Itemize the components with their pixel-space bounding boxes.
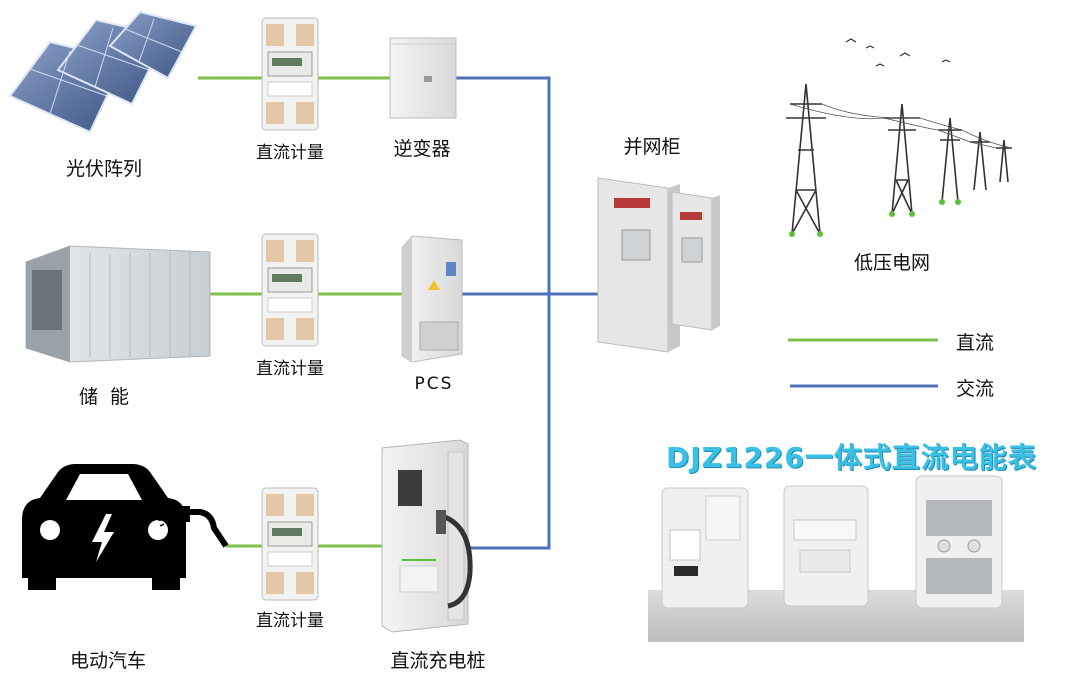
product-photo — [648, 475, 1024, 642]
pcs-cabinet-icon — [401, 235, 463, 363]
dc-meter-3-icon — [261, 487, 319, 601]
inverter-label: 逆变器 — [393, 138, 451, 160]
pv-array-label: 光伏阵列 — [65, 158, 143, 180]
car-icon — [22, 464, 186, 590]
meter-product-2-icon — [783, 485, 869, 607]
ac-line-inverter — [456, 76, 551, 550]
grid-cabinet-label: 并网柜 — [623, 136, 681, 158]
transmission-tower-icon — [786, 38, 1013, 235]
tower-base-dots — [789, 199, 961, 237]
solar-panel-icon — [8, 10, 198, 134]
meter-product-1-icon — [661, 487, 749, 609]
dc-meter-2-label: 直流计量 — [256, 359, 324, 379]
electric-vehicle-label: 电动汽车 — [69, 650, 147, 672]
product-banner: DJZ1226一体式直流电能表 — [666, 441, 1037, 474]
storage-container-icon — [25, 245, 211, 363]
meter-product-3-icon — [915, 475, 1003, 609]
energy-storage-label: 储 能 — [78, 386, 130, 408]
dc-lines — [198, 76, 402, 548]
low-voltage-grid-label: 低压电网 — [853, 252, 931, 274]
grid-cabinet-icon — [597, 177, 720, 353]
pcs-label: PCS — [414, 374, 454, 394]
charging-plug-icon — [158, 505, 229, 548]
dc-meter-1-icon — [261, 17, 319, 131]
legend-dc-label: 直流 — [956, 332, 995, 354]
legend-ac-label: 交流 — [956, 378, 995, 400]
dc-meter-1-label: 直流计量 — [256, 143, 324, 163]
dc-meter-2-icon — [261, 233, 319, 347]
charging-pile-icon — [381, 439, 473, 633]
dc-meter-3-label: 直流计量 — [256, 611, 324, 631]
inverter-cabinet-icon — [389, 37, 457, 119]
dc-charger-label: 直流充电桩 — [390, 650, 486, 672]
ac-lines — [456, 76, 598, 550]
